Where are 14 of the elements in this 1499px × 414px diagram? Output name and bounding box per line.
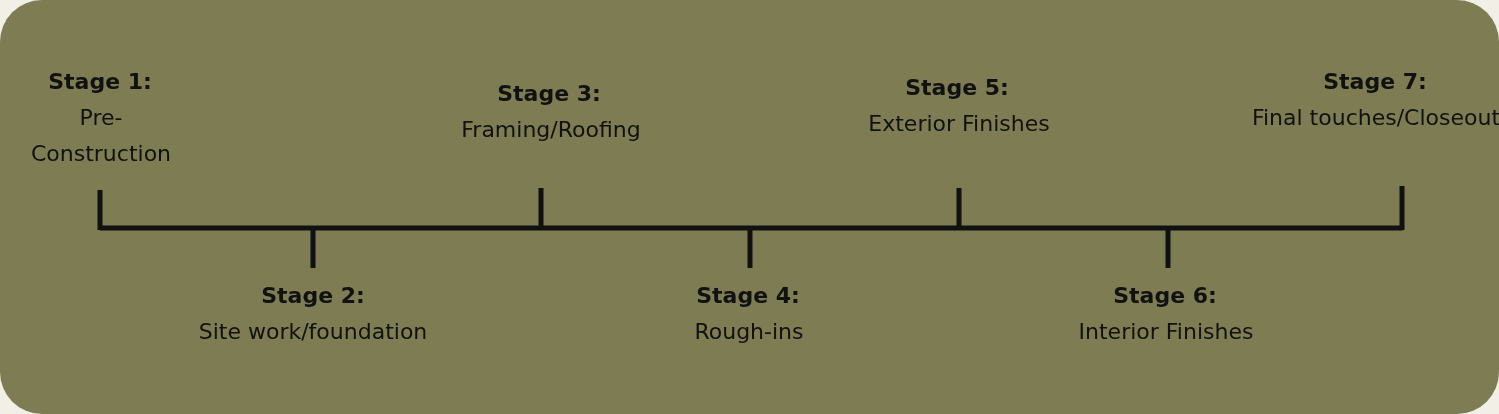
stage-heading: Stage 4: — [695, 282, 801, 310]
stage-heading: Stage 3: — [496, 80, 602, 108]
stage-description: Exterior Finishes — [867, 110, 1051, 138]
stage-description: Rough-ins — [693, 318, 805, 346]
stage-heading: Stage 1: — [47, 68, 153, 96]
stage-description: Interior Finishes — [1077, 318, 1255, 346]
stage-heading: Stage 5: — [904, 74, 1010, 102]
stage-heading: Stage 2: — [260, 282, 366, 310]
stage-heading: Stage 7: — [1322, 68, 1428, 96]
stage-description: Final touches/Closeout — [1251, 104, 1499, 132]
stage-heading: Stage 6: — [1112, 282, 1218, 310]
stage-description: Framing/Roofing — [460, 116, 642, 144]
stage-description: Pre-Construction — [29, 104, 173, 168]
stage-description: Site work/foundation — [197, 318, 429, 346]
